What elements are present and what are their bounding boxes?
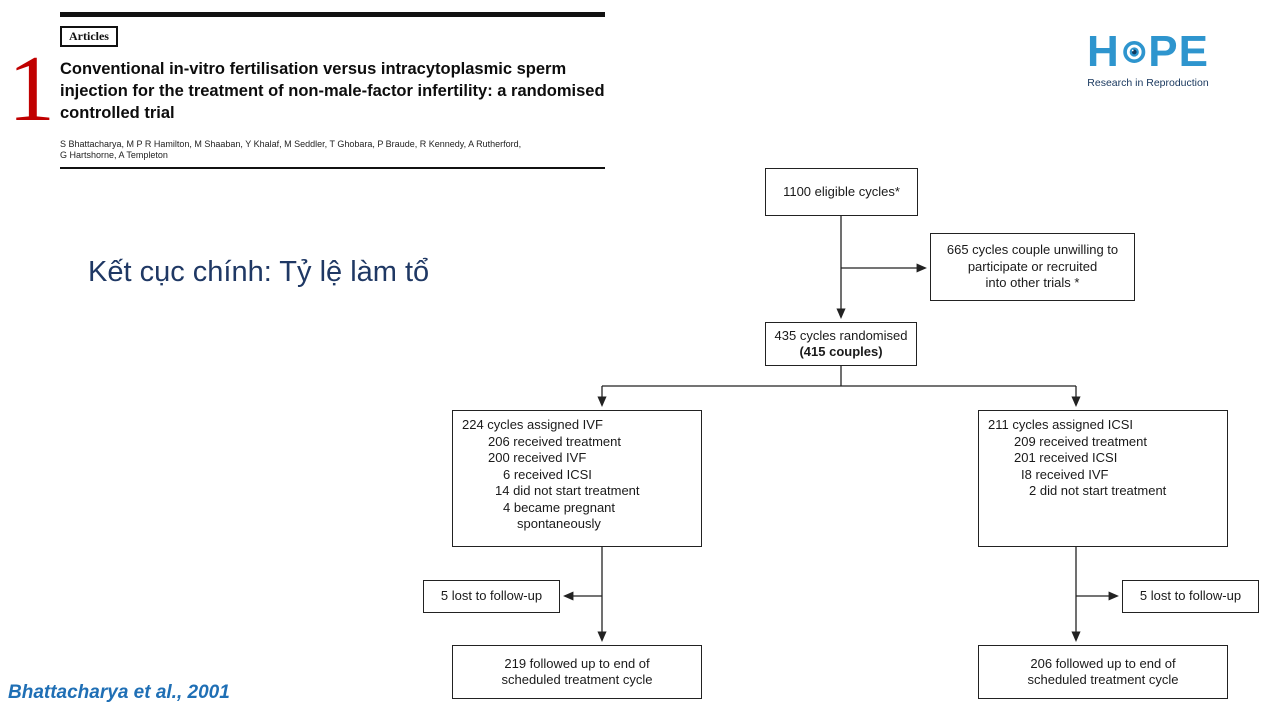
ivf-line: 4 became pregnant — [503, 499, 616, 515]
ivf-line: 14 did not start treatment — [495, 483, 640, 498]
followed-left-line: 219 followed up to end of — [504, 655, 650, 671]
icsi-line: 2 did not start treatment — [1029, 483, 1167, 498]
followed-left-line: scheduled treatment cycle — [501, 672, 653, 687]
randomised-line-1: 435 cycles randomised — [774, 327, 908, 343]
logo-subtitle: Research in Reproduction — [1087, 77, 1209, 89]
article-title: Conventional in-vitro fertilisation vers… — [60, 60, 605, 122]
flow-box-icsi-arm: 211 cycles assigned ICSI 209 received tr… — [978, 410, 1228, 547]
followed-right-line: 206 followed up to end of — [1030, 655, 1176, 671]
icsi-line: 211 cycles assigned ICSI — [988, 417, 1133, 432]
logo-letters-pe: PE — [1148, 27, 1209, 76]
article-authors: S Bhattacharya, M P R Hamilton, M Shaaba… — [60, 139, 605, 169]
lost-right-text: 5 lost to follow-up — [1139, 588, 1242, 604]
hope-logo-letters: H PE — [1087, 30, 1209, 74]
flow-box-followed-right: 206 followed up to end of scheduled trea… — [978, 645, 1228, 699]
slide-number: 1 — [8, 37, 55, 141]
article-header: Articles Conventional in-vitro fertilisa… — [60, 12, 605, 169]
authors-line-1: S Bhattacharya, M P R Hamilton, M Shaaba… — [60, 139, 522, 149]
lost-left-text: 5 lost to follow-up — [440, 588, 543, 604]
flow-box-lost-right: 5 lost to follow-up — [1122, 580, 1259, 613]
eligible-text: 1100 eligible cycles* — [783, 183, 900, 199]
icsi-line: 209 received treatment — [1014, 433, 1147, 449]
hope-logo: H PE Research in Reproduction — [1087, 30, 1209, 90]
article-section-tag: Articles — [60, 26, 118, 47]
excluded-line: 665 cycles couple unwilling to — [946, 242, 1119, 258]
ivf-line: 200 received IVF — [488, 450, 587, 465]
flow-box-randomised: 435 cycles randomised (415 couples) — [765, 322, 917, 366]
excluded-line: into other trials * — [985, 275, 1080, 291]
logo-letter-h: H — [1087, 27, 1120, 76]
article-top-bar — [60, 12, 605, 17]
flow-box-lost-left: 5 lost to follow-up — [423, 580, 560, 613]
authors-line-2: G Hartshorne, A Templeton — [60, 150, 168, 160]
flow-box-ivf-arm: 224 cycles assigned IVF 206 received tre… — [452, 410, 702, 547]
icsi-line: I8 received IVF — [1021, 466, 1109, 482]
eye-icon — [1123, 40, 1146, 64]
randomised-line-2: (415 couples) — [799, 344, 883, 359]
ivf-line: 224 cycles assigned IVF — [462, 417, 603, 432]
flow-box-eligible: 1100 eligible cycles* — [765, 168, 918, 216]
citation: Bhattacharya et al., 2001 — [8, 682, 230, 703]
ivf-line: spontaneously — [517, 516, 601, 531]
excluded-line: participate or recruited — [967, 258, 1098, 274]
ivf-line: 206 received treatment — [488, 433, 621, 449]
ivf-line: 6 received ICSI — [503, 466, 592, 482]
main-outcome-heading: Kết cục chính: Tỷ lệ làm tổ — [88, 256, 430, 288]
followed-right-line: scheduled treatment cycle — [1027, 672, 1179, 687]
flow-box-followed-left: 219 followed up to end of scheduled trea… — [452, 645, 702, 699]
icsi-line: 201 received ICSI — [1014, 450, 1118, 465]
flow-box-excluded: 665 cycles couple unwilling to participa… — [930, 233, 1135, 301]
